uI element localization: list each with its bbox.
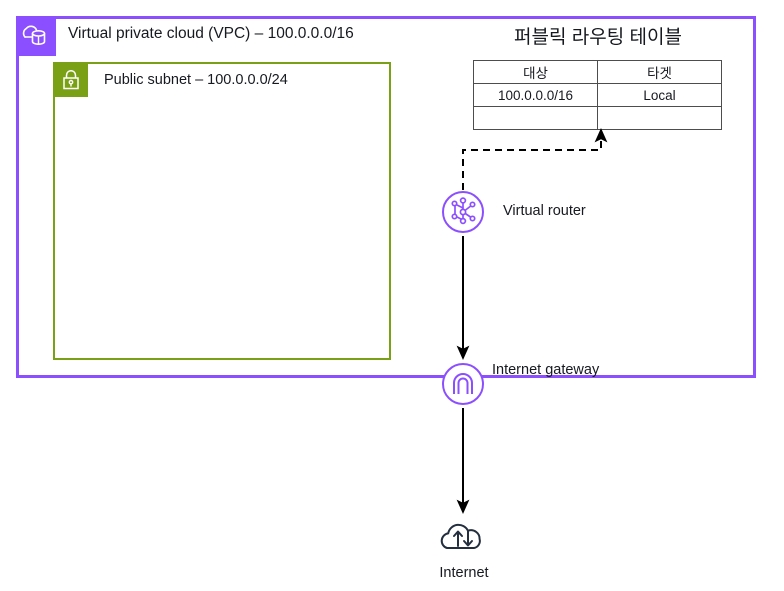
- header-destination: 대상: [473, 60, 598, 84]
- vpc-label: Virtual private cloud (VPC) – 100.0.0.0/…: [68, 25, 354, 42]
- cell-target: Local: [597, 83, 722, 107]
- table-row: [473, 106, 722, 130]
- table-header-row: 대상 타겟: [473, 60, 722, 84]
- header-target: 타겟: [597, 60, 722, 84]
- vpc-container: [16, 16, 756, 378]
- vpc-cloud-icon: [16, 16, 56, 56]
- padlock-icon: [53, 62, 88, 97]
- internet-label: Internet: [439, 565, 489, 581]
- virtual-router-label: Virtual router: [503, 203, 586, 219]
- public-route-table: 대상 타겟 100.0.0.0/16 Local: [473, 60, 722, 130]
- table-row: 100.0.0.0/16 Local: [473, 83, 722, 107]
- internet-gateway-icon: [441, 362, 485, 406]
- internet-cloud-icon: [437, 518, 489, 558]
- cell-destination-empty: [473, 106, 598, 130]
- public-subnet-label: Public subnet – 100.0.0.0/24: [104, 72, 288, 88]
- cell-destination: 100.0.0.0/16: [473, 83, 598, 107]
- cell-target-empty: [597, 106, 722, 130]
- virtual-router-icon: [441, 190, 485, 234]
- public-subnet-container: [53, 62, 391, 360]
- route-table-title: 퍼블릭 라우팅 테이블: [514, 27, 682, 48]
- internet-gateway-label: Internet gateway: [492, 362, 600, 378]
